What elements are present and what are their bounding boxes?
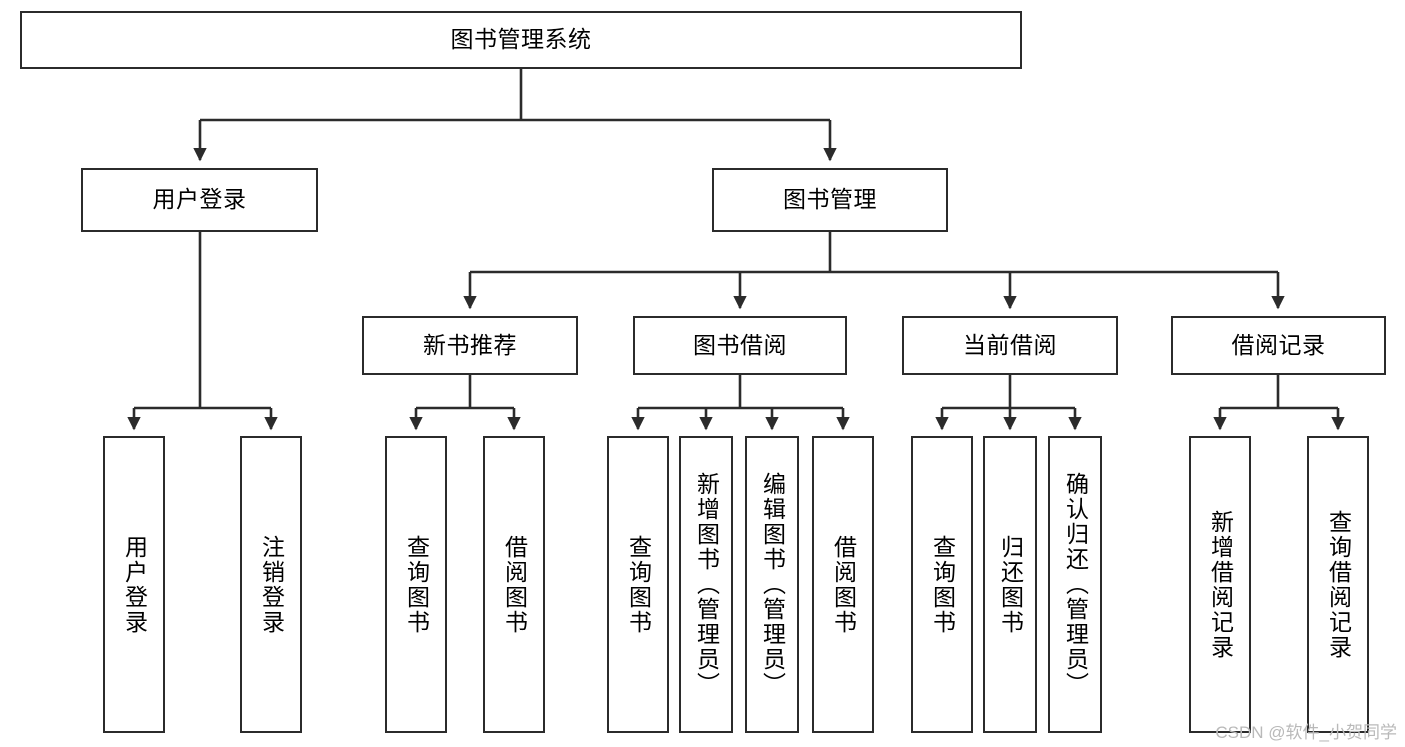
node-book-manage[interactable]: 图书管理 — [712, 168, 948, 232]
node-book-manage-label: 图书管理 — [783, 186, 877, 213]
leaf-confirm-return-admin-label: 确认归还（管理员） — [1062, 472, 1089, 697]
leaf-query-book-borrow[interactable]: 查询图书 — [607, 436, 669, 733]
node-book-borrow-label: 图书借阅 — [693, 331, 787, 358]
node-new-book-recommend[interactable]: 新书推荐 — [362, 316, 578, 375]
leaf-query-book-borrow-label: 查询图书 — [625, 534, 652, 635]
node-current-borrow-label: 当前借阅 — [963, 331, 1057, 358]
leaf-add-book-admin-label: 新增图书（管理员） — [693, 472, 720, 697]
leaf-query-book-current-label: 查询图书 — [929, 534, 956, 635]
leaf-return-book-label: 归还图书 — [997, 534, 1024, 635]
csdn-watermark: CSDN @软件_小贺同学 — [1215, 723, 1397, 742]
leaf-query-book-current[interactable]: 查询图书 — [911, 436, 973, 733]
leaf-add-borrow-record-label: 新增借阅记录 — [1207, 509, 1234, 660]
node-user-login-label: 用户登录 — [152, 186, 247, 213]
leaf-add-book-admin[interactable]: 新增图书（管理员） — [679, 436, 733, 733]
leaf-add-borrow-record[interactable]: 新增借阅记录 — [1189, 436, 1251, 733]
leaf-confirm-return-admin[interactable]: 确认归还（管理员） — [1048, 436, 1102, 733]
leaf-borrow-book-label: 借阅图书 — [830, 534, 857, 635]
node-borrow-record-label: 借阅记录 — [1231, 331, 1326, 358]
node-current-borrow[interactable]: 当前借阅 — [902, 316, 1118, 375]
node-root[interactable]: 图书管理系统 — [20, 11, 1022, 69]
leaf-query-borrow-record[interactable]: 查询借阅记录 — [1307, 436, 1369, 733]
leaf-user-login-label: 用户登录 — [121, 534, 148, 635]
node-book-borrow[interactable]: 图书借阅 — [633, 316, 847, 375]
leaf-logout-label: 注销登录 — [258, 534, 285, 635]
leaf-borrow-book-recommend[interactable]: 借阅图书 — [483, 436, 545, 733]
leaf-edit-book-admin[interactable]: 编辑图书（管理员） — [745, 436, 799, 733]
node-borrow-record[interactable]: 借阅记录 — [1171, 316, 1386, 375]
node-root-label: 图书管理系统 — [450, 26, 592, 53]
leaf-borrow-book-recommend-label: 借阅图书 — [501, 534, 528, 635]
leaf-return-book[interactable]: 归还图书 — [983, 436, 1037, 733]
leaf-user-login[interactable]: 用户登录 — [103, 436, 165, 733]
node-new-book-recommend-label: 新书推荐 — [423, 331, 517, 358]
leaf-borrow-book[interactable]: 借阅图书 — [812, 436, 874, 733]
leaf-query-borrow-record-label: 查询借阅记录 — [1325, 509, 1352, 660]
leaf-query-book-recommend[interactable]: 查询图书 — [385, 436, 447, 733]
node-user-login[interactable]: 用户登录 — [81, 168, 318, 232]
leaf-logout[interactable]: 注销登录 — [240, 436, 302, 733]
leaf-query-book-recommend-label: 查询图书 — [403, 534, 430, 635]
leaf-edit-book-admin-label: 编辑图书（管理员） — [759, 472, 786, 697]
